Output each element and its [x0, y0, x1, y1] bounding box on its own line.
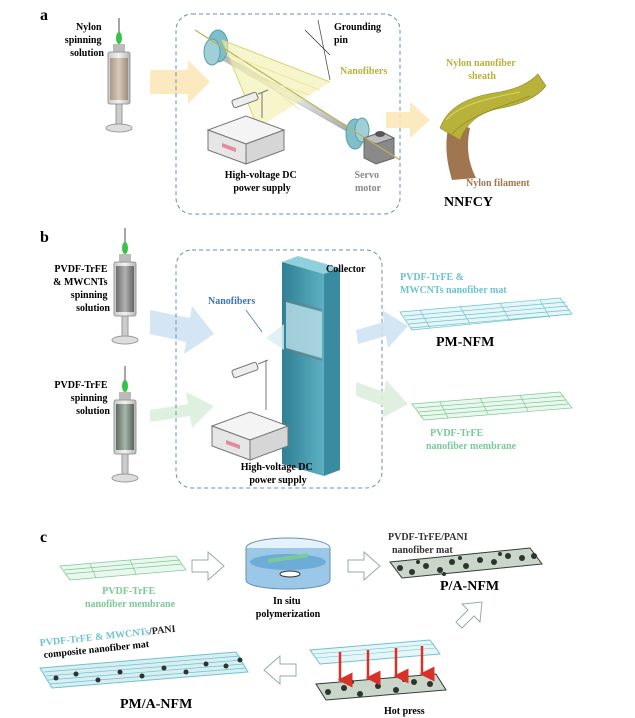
polymerization-label-1: In situ: [273, 596, 301, 607]
arrow-b-2: [150, 392, 214, 428]
pa-nfm-title: P/A-NFM: [440, 579, 499, 594]
arrow-c-4: [263, 654, 297, 686]
svg-text:High-voltage DC power supp: High-voltage DC power supply: [225, 170, 299, 194]
power-supply-a-label-2: power supply: [233, 183, 290, 194]
servo-label-1: Servo: [355, 170, 379, 181]
syringe-b2-label-2: spinning: [71, 393, 108, 404]
svg-text:PVDF-TrFE/PANI nanofiber m: PVDF-TrFE/PANI nanofiber mat: [388, 532, 470, 556]
sheath-label-2: sheath: [468, 71, 496, 82]
arrow-c-1: [191, 550, 225, 582]
syringe-b1-label-4: solution: [76, 303, 110, 314]
pma-nfm-mat: [39, 651, 249, 689]
syringe-pump-b: [231, 359, 269, 410]
syringe-pvdf-mwcnt: [111, 228, 139, 345]
pm-nfm-label-1: PVDF-TrFE &: [400, 272, 464, 283]
power-supply-b-label-2: power supply: [249, 475, 306, 486]
arrow-b-3: [356, 310, 408, 348]
grounding-pin-label-2: pin: [334, 35, 348, 46]
svg-text:PVDF-TrFE & MWCNTs spi: PVDF-TrFE & MWCNTs spinning solution: [53, 264, 110, 314]
grounding-pin: [317, 19, 331, 81]
pa-nfm-label-1: PVDF-TrFE/PANI: [388, 532, 468, 543]
svg-text:PVDF-TrFE & MWCNTs nanofib: PVDF-TrFE & MWCNTs nanofiber mat: [400, 272, 507, 296]
svg-text:Nylon spinning solutio: Nylon spinning solution: [65, 22, 105, 59]
pa-nfm-mat: [389, 547, 543, 579]
arrow-a-2: [386, 102, 430, 138]
nanofibers-leader-b: [245, 309, 263, 333]
pvdf-membrane-c-label-1: PVDF-TrFE: [102, 586, 155, 597]
syringe-a-label-2: spinning: [65, 35, 102, 46]
pm-nfm-title: PM-NFM: [436, 335, 494, 350]
polymerization-beaker: [245, 537, 331, 590]
dashed-box-b: [175, 249, 383, 489]
filament-label: Nylon filament: [466, 178, 530, 189]
pm-nfm-mat: [399, 297, 573, 331]
pa-nfm-label-2: nanofiber mat: [392, 545, 453, 556]
power-supply-a: [206, 115, 286, 165]
nanofiber-cone-a: [194, 29, 401, 161]
syringe-pump-a: [231, 89, 269, 118]
syringe-b2-label-1: PVDF-TrFE: [54, 380, 107, 391]
pm-nfm-label-2: MWCNTs nanofiber mat: [400, 285, 507, 296]
pvdf-membrane-c: [59, 555, 187, 581]
pma-nfm-title: PM/A-NFM: [120, 697, 192, 712]
pvdf-membrane-b-label-1: PVDF-TrFE: [430, 428, 483, 439]
pvdf-membrane-b-label-2: nanofiber membrane: [426, 441, 517, 452]
arrow-b-1: [150, 306, 214, 354]
servo-label-2: motor: [355, 183, 382, 194]
pvdf-membrane-c-label-2: nanofiber membrane: [85, 599, 176, 610]
syringe-b2-label-3: solution: [76, 406, 110, 417]
syringe-b1-label-1: PVDF-TrFE: [54, 264, 107, 275]
nnfcy-title: NNFCY: [444, 195, 493, 210]
syringe-a-label-1: Nylon: [76, 22, 102, 33]
nanofiber-jet-b: [266, 324, 284, 350]
nanofibers-label-b: Nanofibers: [208, 296, 255, 307]
pma-nfm-label-1b: /PANI: [148, 624, 177, 638]
svg-text:PVDF-TrFE spinning sol: PVDF-TrFE spinning solution: [54, 380, 110, 417]
svg-text:PVDF-TrFE nanofiber membra: PVDF-TrFE nanofiber membrane: [426, 428, 517, 452]
pvdf-membrane-b: [411, 391, 573, 421]
svg-text:In situ polymerization: In situ polymerization: [256, 596, 321, 620]
svg-text:Servo motor: Servo motor: [355, 170, 382, 194]
dashed-box-a: [175, 13, 401, 215]
panel-a-letter: a: [40, 7, 48, 24]
svg-text:Grounding pin: Grounding pin: [334, 22, 384, 46]
power-supply-b-label-1: High-voltage DC: [241, 462, 313, 473]
sheath-label-1: Nylon nanofiber: [446, 58, 516, 69]
hot-press-label: Hot press: [384, 706, 425, 717]
panel-b-letter: b: [40, 229, 49, 246]
syringe-a-label-3: solution: [70, 48, 104, 59]
syringe-b1-label-2: & MWCNTs: [53, 277, 107, 288]
collector-label: Collector: [326, 264, 366, 275]
collector: [282, 256, 340, 476]
syringe-nylon: [105, 18, 133, 133]
arrow-c-3: [455, 601, 483, 629]
power-supply-a-label-1: High-voltage DC: [225, 170, 297, 181]
syringe-b1-label-3: spinning: [71, 290, 108, 301]
polymerization-label-2: polymerization: [256, 609, 321, 620]
arrow-c-2: [347, 550, 381, 582]
svg-text:High-voltage DC power supp: High-voltage DC power supply: [241, 462, 315, 486]
power-supply-b: [210, 411, 290, 461]
arrow-a-1: [150, 60, 210, 104]
grounding-pin-label-1: Grounding: [334, 22, 381, 33]
nanofibers-label-a: Nanofibers: [340, 66, 387, 77]
svg-text:Nylon nanofiber sheath: Nylon nanofiber sheath: [446, 58, 518, 82]
hot-press-stack: [309, 639, 447, 701]
syringe-pvdf: [111, 366, 139, 483]
grounding-pin-leader: [304, 29, 331, 56]
arrow-b-4: [356, 380, 408, 418]
nnfcy-yarn: [439, 73, 547, 180]
panel-c-letter: c: [40, 529, 47, 546]
svg-text:PVDF-TrFE nanofiber membra: PVDF-TrFE nanofiber membrane: [85, 586, 176, 610]
